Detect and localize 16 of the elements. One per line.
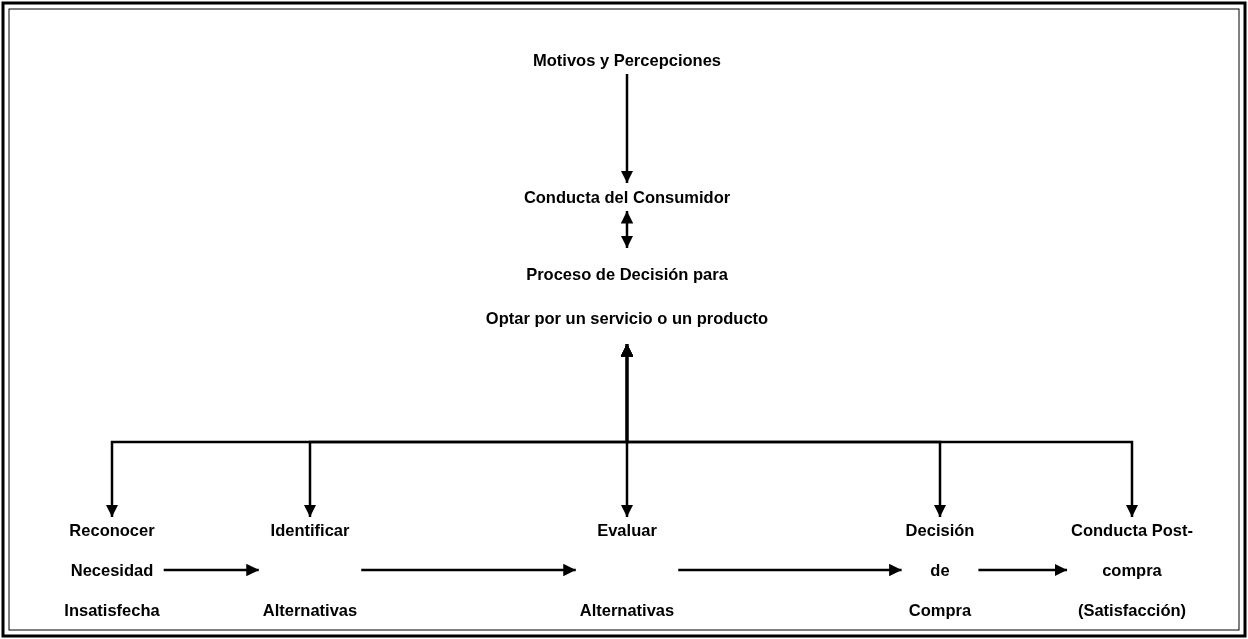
arrow [620,211,634,248]
node-label: Optar por un servicio o un producto [485,308,769,329]
node-label: Decisión de Compra [905,521,975,619]
arrow [620,344,1139,517]
arrow [620,74,634,183]
node-label: Conducta Post-compra (Satisfacción) [1071,521,1193,619]
arrow [163,563,259,577]
arrow [978,563,1068,577]
node-label: Evaluar Alternativas [579,521,675,619]
node-label: Identificar Alternativas [262,521,358,619]
node-label: Reconocer Necesidad Insatisfecha [64,521,160,619]
node-label: Proceso de Decisión para [526,264,728,285]
arrow [361,563,576,577]
arrow [678,563,902,577]
node-label: Motivos y Percepciones [533,50,721,70]
node-label: Conducta del Consumidor [523,187,731,207]
